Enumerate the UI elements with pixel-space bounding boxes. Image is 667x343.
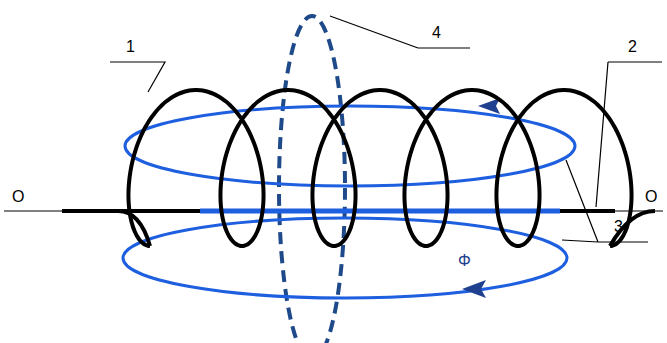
- flux-arrow: [462, 280, 486, 298]
- coil-lead: [62, 209, 615, 213]
- callout-number: 4: [432, 24, 441, 42]
- flux-line: [125, 106, 575, 186]
- flux-label: Φ: [458, 252, 471, 270]
- axis-label: O: [12, 188, 24, 206]
- flux-arrow: [478, 98, 500, 114]
- coil-lead: [118, 211, 150, 246]
- callout-number: 1: [126, 38, 135, 56]
- axis-label: O: [645, 188, 657, 206]
- core-flux: [200, 209, 560, 214]
- callout-number: 3: [614, 218, 623, 236]
- leader-line: [110, 62, 165, 92]
- leader-line: [596, 62, 662, 207]
- leader-line: [562, 160, 648, 242]
- callout-number: 2: [628, 38, 637, 56]
- coil-lead: [610, 211, 655, 246]
- leader-line: [330, 16, 470, 48]
- coil-winding: [128, 90, 631, 246]
- axis-line: [4, 210, 663, 211]
